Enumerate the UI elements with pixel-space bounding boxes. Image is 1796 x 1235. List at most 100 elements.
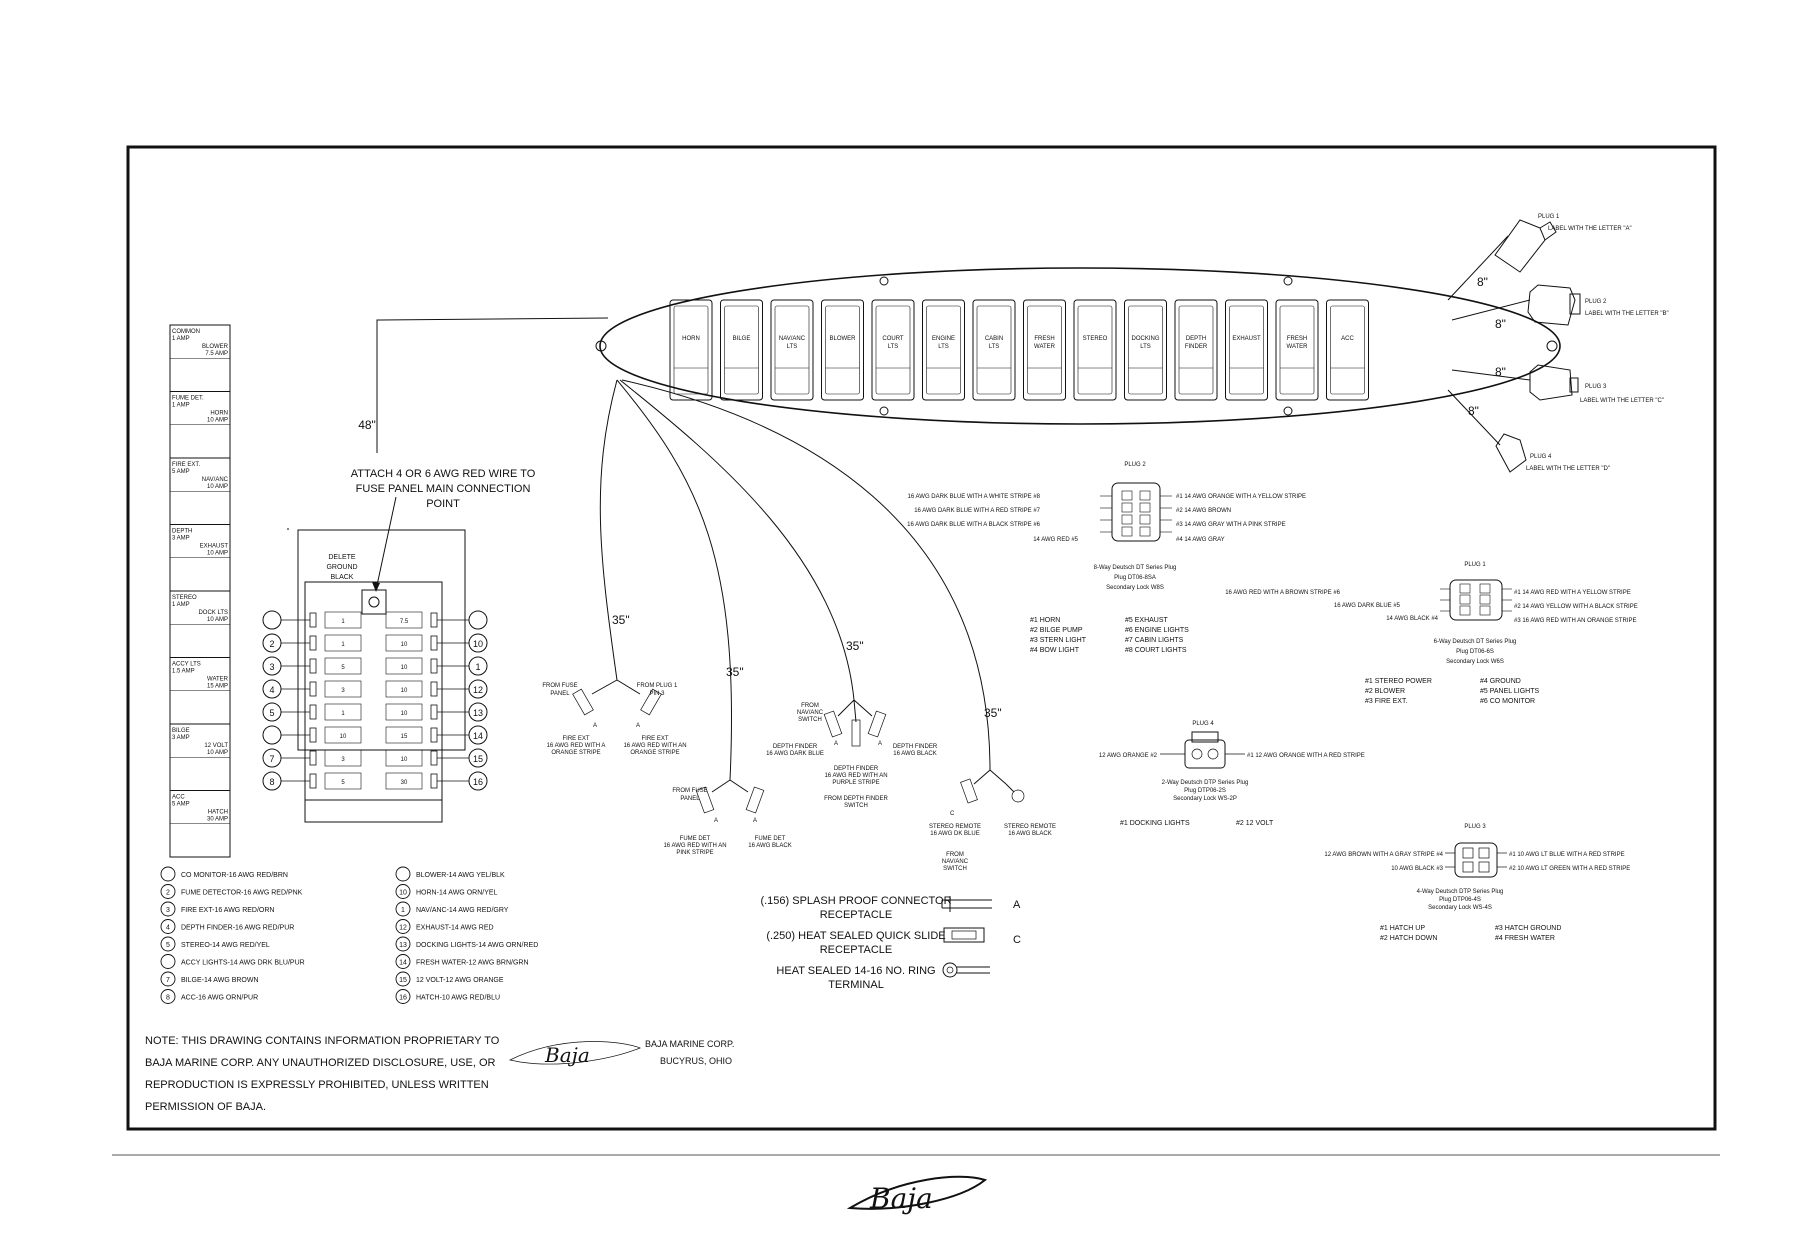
switch-label: BLOWER: [829, 336, 856, 342]
fuse-circle-left: [262, 610, 282, 630]
rocker-switch[interactable]: [1326, 299, 1369, 401]
legend-number: 4: [166, 925, 170, 932]
svg-text:A: A: [834, 741, 838, 747]
legend-wire-text: BLOWER-14 AWG YEL/BLK: [416, 872, 505, 879]
fuse-number-left: 2: [269, 639, 274, 649]
switch-label: WATER: [1034, 344, 1056, 350]
fuse-value-right: 15: [401, 734, 408, 740]
svg-text:PURPLE STRIPE: PURPLE STRIPE: [832, 780, 879, 786]
rocker-switch[interactable]: [1174, 299, 1218, 401]
svg-text:A: A: [753, 818, 757, 824]
svg-text:16 AWG BLACK: 16 AWG BLACK: [1008, 831, 1051, 837]
legend-circle: [160, 954, 176, 969]
rocker-switch[interactable]: [922, 299, 965, 401]
rocker-switch[interactable]: [720, 299, 763, 401]
fuse-number-right: 10: [473, 639, 483, 649]
fuse-number-left: 3: [269, 662, 274, 672]
plug1-pin-legend: #2 BLOWER: [1365, 688, 1405, 695]
svg-text:(.156) SPLASH PROOF CONNECTOR: (.156) SPLASH PROOF CONNECTOR: [760, 895, 951, 907]
svg-text:PIN 3: PIN 3: [649, 691, 665, 697]
plug2-pin-legend: #6 ENGINE LIGHTS: [1125, 627, 1189, 634]
breaker-bottom-label: NAV/ANC: [202, 477, 229, 483]
dim-8-plug1: 8": [1477, 275, 1488, 289]
fuse-value-right: 30: [401, 780, 408, 786]
svg-text:FUME DET: FUME DET: [680, 836, 711, 842]
plug2-left-wire: 16 AWG DARK BLUE WITH A WHITE STRIPE #8: [908, 494, 1041, 500]
plug1-right-wire: #1 14 AWG RED WITH A YELLOW STRIPE: [1514, 590, 1631, 596]
rocker-switch[interactable]: [1124, 299, 1167, 401]
legend-number: 13: [399, 942, 407, 949]
plug2-spec: Secondary Lock W8S: [1106, 585, 1164, 591]
dim-35-c: 35": [846, 639, 864, 653]
fuse-value-right: 7.5: [400, 619, 409, 625]
legend-number: 16: [399, 995, 407, 1002]
legend-circle: [160, 884, 176, 899]
rocker-switch[interactable]: [821, 299, 864, 401]
svg-text:16 AWG BLACK: 16 AWG BLACK: [893, 751, 936, 757]
legend-circle: [160, 989, 176, 1004]
legend-wire-text: EXHAUST-14 AWG RED: [416, 925, 494, 932]
svg-text:2-Way Deutsch DTP Series Plug: 2-Way Deutsch DTP Series Plug: [1162, 780, 1249, 786]
svg-text:PLUG 2: PLUG 2: [1124, 462, 1146, 468]
plug1-right-wire: #2 14 AWG YELLOW WITH A BLACK STRIPE: [1514, 604, 1638, 610]
rocker-switch[interactable]: [972, 299, 1016, 401]
fuse-value-right: 10: [401, 665, 408, 671]
company-address: BAJA MARINE CORP. BUCYRUS, OHIO: [645, 1039, 734, 1066]
legend-wire-text: 12 VOLT-12 AWG ORANGE: [416, 977, 504, 984]
svg-text:SWITCH: SWITCH: [943, 866, 967, 872]
fuse-value-left: 1: [341, 711, 345, 717]
svg-text:16 AWG RED WITH A: 16 AWG RED WITH A: [547, 743, 606, 749]
breaker-top-amp: 3 AMP: [172, 735, 190, 741]
breaker-bottom-label: WATER: [207, 677, 229, 683]
fuse-value-left: 1: [341, 619, 345, 625]
switch-label: LTS: [787, 344, 798, 350]
plug2-pin-legend: #4 BOW LIGHT: [1030, 647, 1080, 654]
breaker-top-amp: 1 AMP: [172, 602, 190, 608]
svg-text:TERMINAL: TERMINAL: [828, 979, 884, 991]
breaker-top-amp: 1 AMP: [172, 403, 190, 409]
svg-text:FROM FUSE: FROM FUSE: [542, 683, 577, 689]
legend-circle: [395, 919, 411, 934]
svg-text:A: A: [636, 723, 640, 729]
svg-text:BAJA MARINE CORP.: BAJA MARINE CORP.: [645, 1039, 734, 1049]
svg-text:A: A: [593, 723, 597, 729]
rocker-switch[interactable]: [770, 299, 814, 401]
plug1-left-wire: 16 AWG DARK BLUE #5: [1334, 603, 1401, 609]
rocker-switch[interactable]: [1225, 299, 1268, 401]
legend-circle: [160, 936, 176, 952]
svg-text:DEPTH FINDER: DEPTH FINDER: [773, 744, 818, 750]
rocker-switch[interactable]: [1275, 299, 1319, 401]
plug2-letter-label: LABEL WITH THE LETTER "B": [1585, 311, 1669, 317]
plug1-spec: Secondary Lock W6S: [1446, 659, 1504, 665]
rocker-switch[interactable]: [1073, 299, 1117, 401]
legend-wire-text: ACC-16 AWG ORN/PUR: [181, 995, 258, 1002]
legend-circle: [395, 901, 411, 917]
breaker-bottom-amp: 10 AMP: [207, 484, 228, 490]
switch-label: ACC: [1341, 336, 1354, 342]
dim-8-plug2: 8": [1495, 317, 1506, 331]
main-wire-48: [376, 317, 609, 453]
fuse-number-right: 12: [473, 685, 483, 695]
legend-number: 14: [399, 960, 407, 967]
switch-label: FRESH: [1034, 336, 1054, 342]
plug4-title: PLUG 4: [1530, 454, 1552, 460]
plug1-pin-legend: #5 PANEL LIGHTS: [1480, 688, 1539, 695]
plug1-title: PLUG 1: [1538, 214, 1560, 220]
harness-wire-1: [599, 379, 618, 681]
plug2-connector: [1527, 284, 1581, 326]
svg-text:PINK STRIPE: PINK STRIPE: [676, 850, 713, 856]
breaker-bottom-label: HATCH: [208, 810, 228, 816]
rocker-switch[interactable]: [1023, 299, 1066, 401]
plug1-left-wire: 16 AWG RED WITH A BROWN STRIPE #6: [1225, 590, 1340, 596]
plug1-letter-label: LABEL WITH THE LETTER "A": [1548, 226, 1632, 232]
legend-wire-text: BILGE-14 AWG BROWN: [181, 977, 259, 984]
rocker-switch[interactable]: [669, 299, 713, 401]
svg-text:#2 10 AWG LT GREEN WITH A RED: #2 10 AWG LT GREEN WITH A RED STRIPE: [1509, 866, 1630, 872]
svg-text:#2 HATCH DOWN: #2 HATCH DOWN: [1380, 935, 1437, 942]
breaker-top-label: STEREO: [172, 595, 197, 601]
rocker-switch[interactable]: [871, 299, 915, 401]
legend-wire-text: FUME DETECTOR-16 AWG RED/PNK: [181, 890, 303, 897]
